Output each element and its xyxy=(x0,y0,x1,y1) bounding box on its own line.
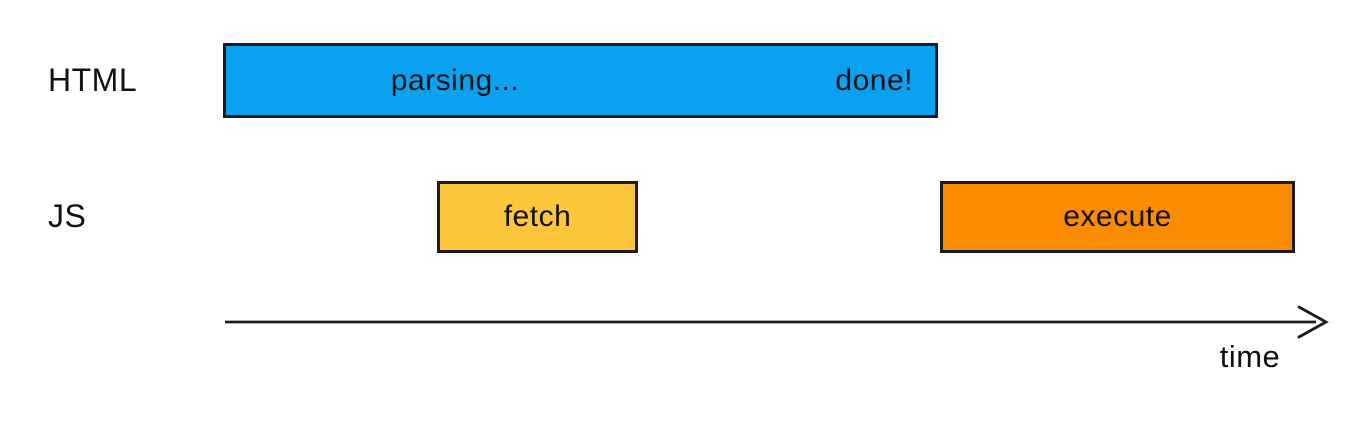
js-fetch-bar: fetch xyxy=(437,181,638,253)
parsing-label: parsing... xyxy=(390,63,520,97)
fetch-label: fetch xyxy=(503,200,572,233)
js-execute-bar: execute xyxy=(940,181,1295,253)
execute-label: execute xyxy=(1063,200,1172,233)
html-parsing-bar: parsing... done! xyxy=(223,43,938,118)
time-axis-label: time xyxy=(1219,339,1281,374)
done-label: done! xyxy=(835,63,913,97)
row-label-html: HTML xyxy=(48,62,138,98)
row-label-js: JS xyxy=(48,198,87,234)
